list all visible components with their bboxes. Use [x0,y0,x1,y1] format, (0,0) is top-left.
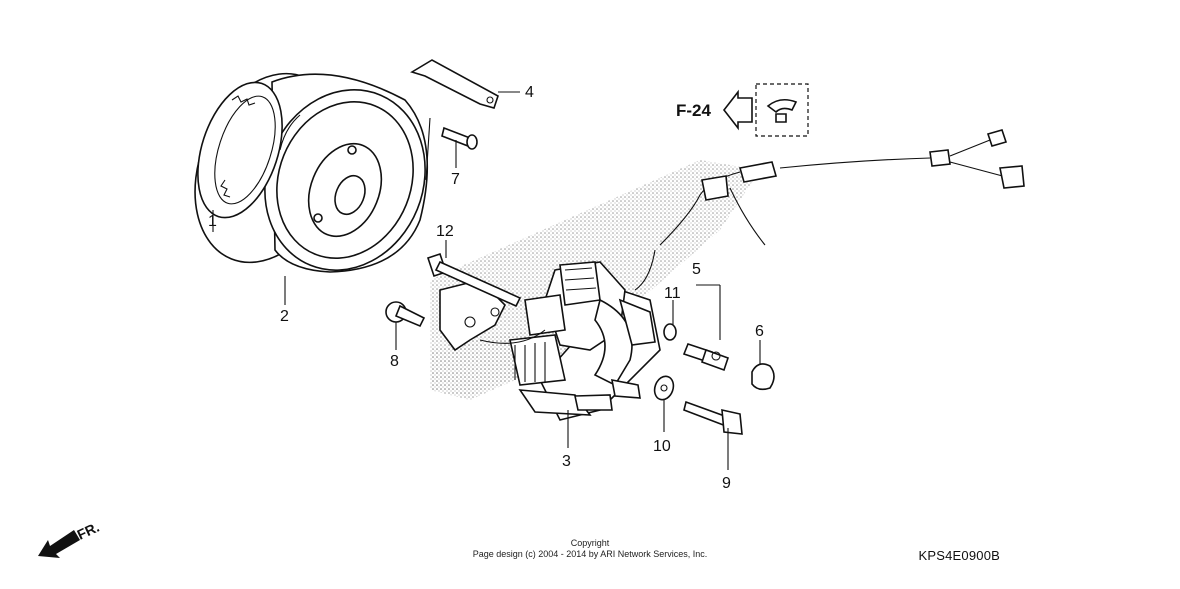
front-direction-label: FR. [75,519,102,543]
front-direction-indicator: FR. [38,519,102,558]
callout-11[interactable]: 11 [664,285,681,302]
callout-2[interactable]: 2 [280,308,289,325]
callout-10[interactable]: 10 [653,438,671,455]
bolt-small[interactable] [425,117,478,181]
reference-block[interactable] [722,83,809,137]
copyright-heading: Copyright [570,538,610,548]
callout-4[interactable]: 4 [525,84,534,101]
washer[interactable] [651,374,676,403]
copyright-text: Page design (c) 2004 - 2014 by ARI Netwo… [472,549,708,559]
wire-clamp[interactable] [410,59,499,109]
leader-lines [212,91,761,470]
callout-9[interactable]: 9 [722,475,731,492]
bolt-long[interactable] [426,252,522,308]
callout-7[interactable]: 7 [451,171,460,188]
clip[interactable] [751,363,775,391]
stator-assembly[interactable] [439,261,661,421]
screw[interactable] [385,301,426,328]
flange-bolt[interactable] [683,400,743,435]
front-direction-arrow-icon [38,530,80,558]
copyright-notice: Copyright Page design (c) 2004 - 2014 by… [440,538,740,560]
starter-clutch[interactable] [182,72,298,229]
callout-5[interactable]: 5 [692,261,701,278]
grommet-bolt[interactable] [682,343,730,372]
callout-3[interactable]: 3 [562,453,571,470]
diagram-code: KPS4E0900B [918,548,1000,563]
o-ring[interactable] [663,323,677,341]
reference-detail-box [755,83,809,137]
callout-12[interactable]: 12 [436,223,454,240]
reference-arrow-icon [722,89,753,131]
callout-8[interactable]: 8 [390,353,399,370]
wire-clip-icon [766,98,798,123]
wire-harness[interactable] [634,129,1025,291]
callout-1[interactable]: 1 [208,213,217,230]
reference-label[interactable]: F-24 [676,101,712,120]
callout-6[interactable]: 6 [755,323,764,340]
